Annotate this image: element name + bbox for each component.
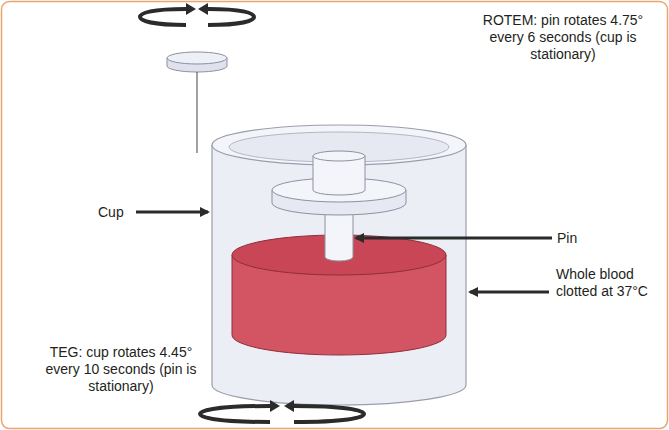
rotem-disk bbox=[167, 52, 227, 153]
teg-note: TEG: cup rotates 4.45° every 10 seconds … bbox=[40, 344, 202, 395]
rotation-arrows bbox=[140, 9, 254, 25]
pin bbox=[272, 151, 406, 261]
cup bbox=[212, 125, 466, 405]
rotem-note: ROTEM: pin rotates 4.75° every 6 seconds… bbox=[480, 12, 646, 63]
sample-note: Whole blood clotted at 37°C bbox=[556, 266, 664, 300]
rotation-arrows bbox=[200, 406, 364, 422]
leader-arrows bbox=[136, 212, 552, 292]
part-label: Pin bbox=[557, 230, 597, 247]
part-label: Cup bbox=[98, 204, 138, 221]
